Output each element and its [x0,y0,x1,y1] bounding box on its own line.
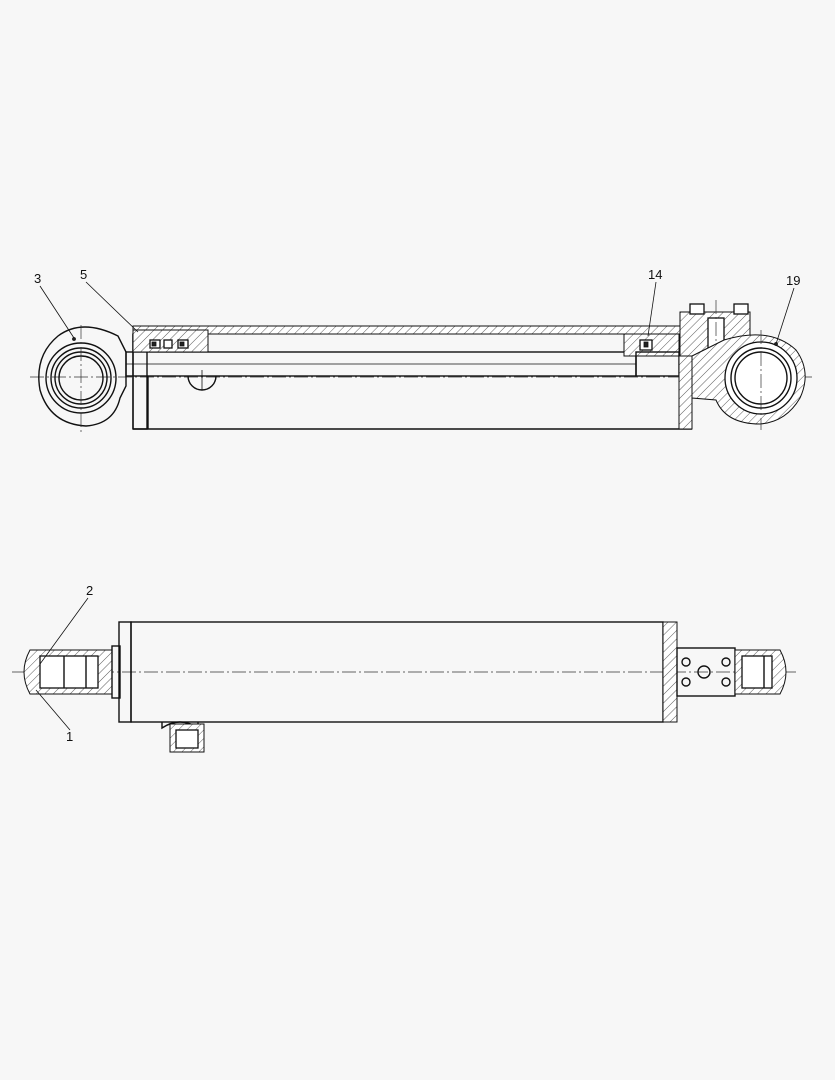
callout-2: 2 [86,583,93,598]
clevis-right [734,649,787,695]
callout-3: 3 [34,271,41,286]
exterior-view [12,597,798,753]
rod-eye-left [38,325,127,432]
piston-rod [125,351,637,377]
callout-1: 1 [66,729,73,744]
clevis-left [23,621,132,723]
gland-seal-head [132,329,209,353]
section-view [30,281,812,432]
cylinder-tube [132,325,692,430]
callout-5: 5 [80,267,87,282]
rear-clevis-eye [691,330,806,430]
callout-14: 14 [648,267,662,282]
piston [623,333,680,377]
side-port [161,721,205,753]
callout-19: 19 [786,273,800,288]
